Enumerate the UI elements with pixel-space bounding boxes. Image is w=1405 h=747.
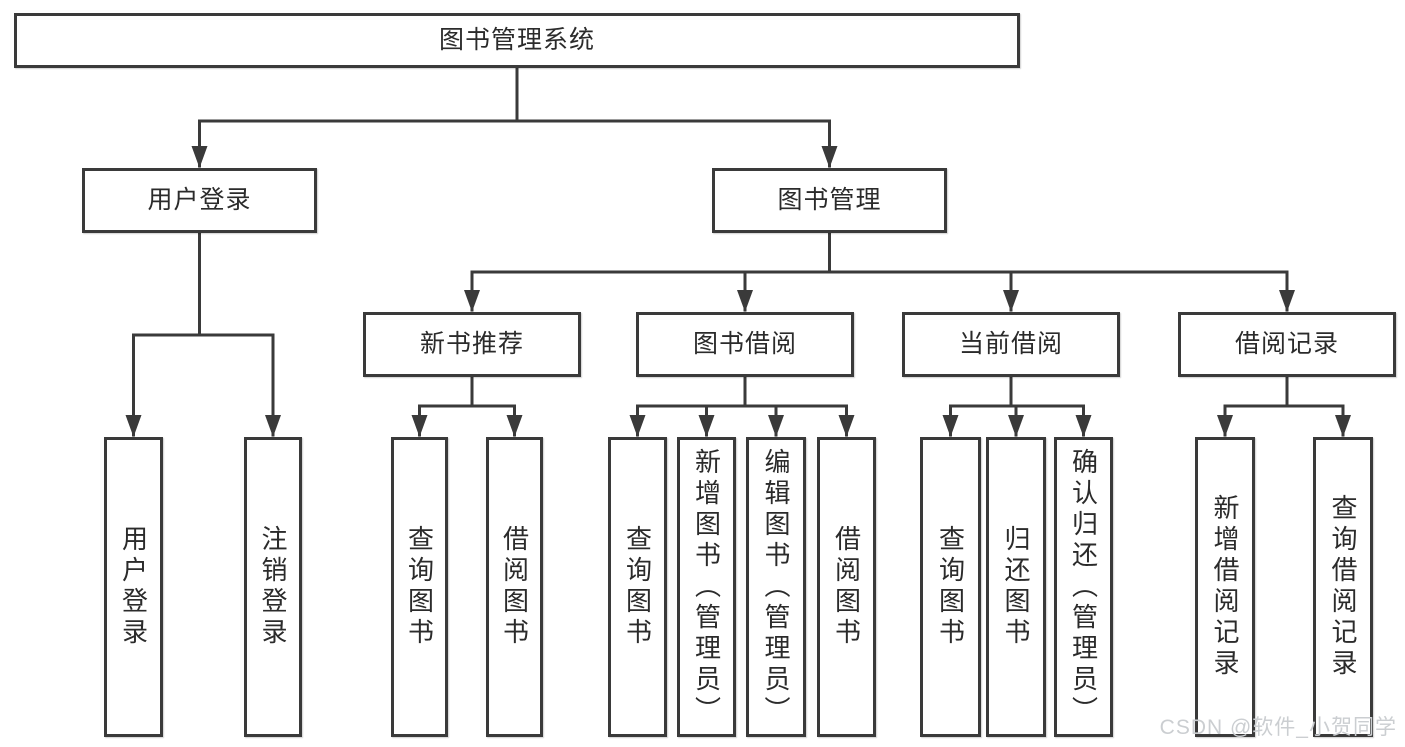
node-label: 确认归还（管理员）	[1068, 447, 1099, 727]
node-add-borrowing-record: 新增借阅记录	[1195, 437, 1255, 737]
node-label: 新增借阅记录	[1210, 494, 1240, 680]
node-label: 归还图书	[1001, 525, 1031, 649]
node-label: 查询借阅记录	[1328, 494, 1358, 680]
node-borrow-books-recommend: 借阅图书	[486, 437, 543, 737]
node-label: 查询图书	[404, 525, 435, 649]
node-user-login-leaf: 用户登录	[104, 437, 163, 737]
node-query-books-recommend: 查询图书	[391, 437, 448, 737]
node-label: 借阅图书	[831, 525, 862, 649]
node-query-books-borrowing: 查询图书	[608, 437, 667, 737]
node-label: 编辑图书（管理员）	[761, 447, 791, 727]
node-book-management: 图书管理	[712, 168, 947, 233]
node-label: 借阅记录	[1234, 330, 1339, 358]
node-library-management-system: 图书管理系统	[14, 13, 1020, 68]
node-label: 当前借阅	[958, 330, 1063, 358]
node-new-book-recommendation: 新书推荐	[363, 312, 581, 377]
node-label: 注销登录	[258, 525, 288, 649]
node-label: 查询图书	[622, 525, 653, 649]
node-label: 图书管理系统	[438, 26, 595, 54]
node-confirm-return-admin: 确认归还（管理员）	[1054, 437, 1113, 737]
node-return-books: 归还图书	[986, 437, 1046, 737]
node-edit-books-admin: 编辑图书（管理员）	[746, 437, 806, 737]
node-logout-leaf: 注销登录	[244, 437, 302, 737]
node-book-borrowing: 图书借阅	[636, 312, 854, 377]
node-label: 查询图书	[935, 525, 966, 649]
node-user-login: 用户登录	[82, 168, 317, 233]
node-label: 借阅图书	[499, 525, 530, 649]
node-borrowing-records: 借阅记录	[1178, 312, 1396, 377]
node-current-borrowing: 当前借阅	[902, 312, 1120, 377]
node-query-books-current: 查询图书	[920, 437, 981, 737]
node-borrow-books-borrowing: 借阅图书	[817, 437, 876, 737]
node-label: 用户登录	[147, 186, 252, 214]
node-label: 图书借阅	[692, 330, 797, 358]
node-label: 新增图书（管理员）	[691, 447, 722, 727]
node-label: 新书推荐	[419, 330, 524, 358]
node-add-books-admin: 新增图书（管理员）	[677, 437, 736, 737]
watermark: CSDN @软件_小贺同学	[1159, 716, 1397, 739]
node-query-borrowing-record: 查询借阅记录	[1313, 437, 1373, 737]
node-label: 图书管理	[777, 186, 882, 214]
node-label: 用户登录	[118, 525, 149, 649]
